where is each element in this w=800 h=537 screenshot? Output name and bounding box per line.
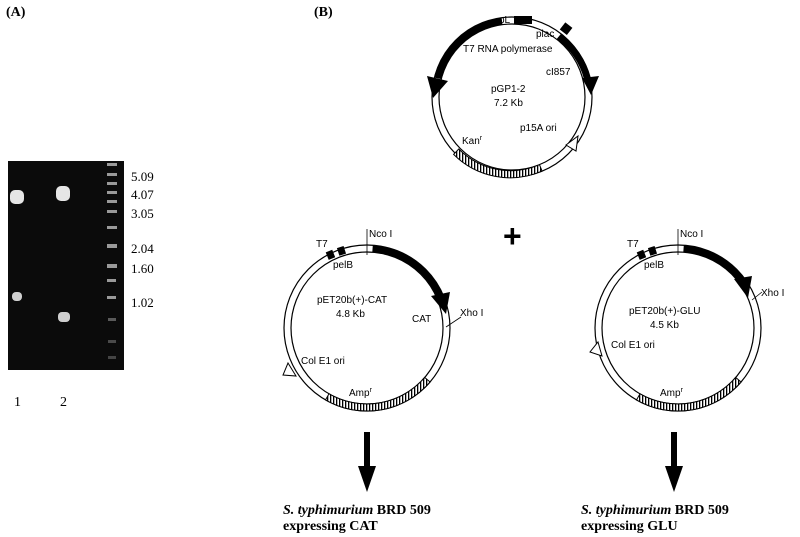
marker-5.09: 5.09: [131, 169, 154, 184]
plac-block: [559, 22, 573, 36]
lane-2-label: 2: [60, 395, 67, 410]
cat-labels: T7 Nco I pelB pET20b(+)-CAT 4.8 Kb CAT X…: [301, 229, 483, 399]
nco-label-cat: Nco I: [369, 229, 392, 240]
xho-site-line-glu: [751, 291, 763, 301]
panel-b-label: (B): [314, 5, 333, 20]
t7-rna-polymerase-arrowhead: [427, 76, 448, 98]
kan-label: Kanr: [462, 135, 483, 147]
result-glu: S. typhimurium BRD 509 expressing GLU: [581, 503, 729, 534]
t7-rna-polymerase-arrow: [434, 17, 503, 80]
p15a-ori-arrowhead: [565, 134, 579, 152]
amp-label-glu: Ampr: [660, 387, 684, 399]
marker-4.07: 4.07: [131, 187, 154, 202]
pgp-labels: pL plac T7 RNA polymerase cI857 pGP1-2 7…: [462, 15, 571, 147]
marker-3.05: 3.05: [131, 206, 154, 221]
pgp-name: pGP1-2: [491, 84, 526, 95]
cole1-ori-label-glu: Col E1 ori: [611, 340, 655, 351]
pelb-label-glu: pelB: [644, 260, 664, 271]
plac-label: plac: [536, 29, 554, 40]
band-lane2-lower: [58, 312, 70, 322]
band-lane1-lower: [12, 292, 22, 301]
size-marker-labels: 5.09 4.07 3.05 2.04 1.60 1.02: [131, 169, 154, 310]
p15a-ori-label: p15A ori: [520, 123, 557, 134]
pelb-block-cat: [336, 245, 347, 256]
result-cat-line1: S. typhimurium BRD 509: [283, 503, 431, 518]
cat-gene-arrow: [372, 245, 444, 299]
t7-label-cat: T7: [316, 239, 328, 250]
nco-label-glu: Nco I: [680, 229, 703, 240]
marker-1.02: 1.02: [131, 295, 154, 310]
marker-1.60: 1.60: [131, 261, 154, 276]
marker-2.04: 2.04: [131, 241, 154, 256]
cat-plasmid-name: pET20b(+)-CAT: [317, 295, 387, 306]
gel-image: [8, 161, 124, 370]
plus-sign: +: [503, 218, 522, 254]
ci857-arrow: [556, 33, 591, 80]
band-lane2-upper: [56, 186, 70, 201]
cat-gene-arrowhead: [431, 292, 450, 314]
result-cat-line2: expressing CAT: [283, 519, 378, 534]
cat-gene-label: CAT: [412, 314, 431, 325]
plasmid-pet20b-cat: [282, 229, 462, 412]
amp-region-cat: [324, 376, 431, 412]
ci857-arrowhead: [582, 76, 599, 95]
lane-1-label: 1: [14, 395, 21, 410]
xho-label-glu: Xho I: [761, 288, 784, 299]
pgp-size: 7.2 Kb: [494, 98, 523, 109]
t7-block-glu: [636, 249, 647, 260]
arrow-to-cat-strain: [358, 432, 376, 492]
xho-site-line-cat: [445, 316, 462, 328]
glu-gene-arrowhead: [734, 276, 752, 298]
band-lane1-upper: [10, 190, 24, 204]
glu-labels: T7 Nco I pelB pET20b(+)-GLU 4.5 Kb Xho I…: [611, 229, 784, 399]
plasmid-pet20b-glu: [589, 229, 763, 412]
cat-plasmid-size: 4.8 Kb: [336, 309, 365, 320]
panel-a-label: (A): [6, 5, 26, 20]
t7-rna-polymerase-label: T7 RNA polymerase: [463, 44, 553, 55]
xho-label-cat: Xho I: [460, 308, 483, 319]
glu-plasmid-size: 4.5 Kb: [650, 320, 679, 331]
t7-label-glu: T7: [627, 239, 639, 250]
cole1-ori-arrowhead-glu: [589, 340, 603, 357]
ci857-label: cI857: [546, 67, 571, 78]
amp-region-glu: [635, 376, 742, 412]
result-glu-line2: expressing GLU: [581, 519, 678, 534]
result-glu-line1: S. typhimurium BRD 509: [581, 503, 729, 518]
ladder-bands: [107, 163, 117, 359]
cole1-ori-arrowhead-cat: [282, 361, 297, 377]
arrow-to-glu-strain: [665, 432, 683, 492]
t7-block-cat: [325, 249, 336, 260]
kan-region: [452, 148, 543, 179]
glu-gene-arrow: [683, 245, 745, 283]
pl-label: pL: [499, 15, 511, 26]
cole1-ori-label-cat: Col E1 ori: [301, 356, 345, 367]
pelb-block-glu: [647, 245, 658, 256]
result-cat: S. typhimurium BRD 509 expressing CAT: [283, 503, 431, 534]
glu-plasmid-name: pET20b(+)-GLU: [629, 306, 700, 317]
plasmid-pgp1-2: [427, 16, 599, 179]
amp-label-cat: Ampr: [349, 387, 373, 399]
pl-block: [514, 16, 532, 24]
pelb-label-cat: pelB: [333, 260, 353, 271]
